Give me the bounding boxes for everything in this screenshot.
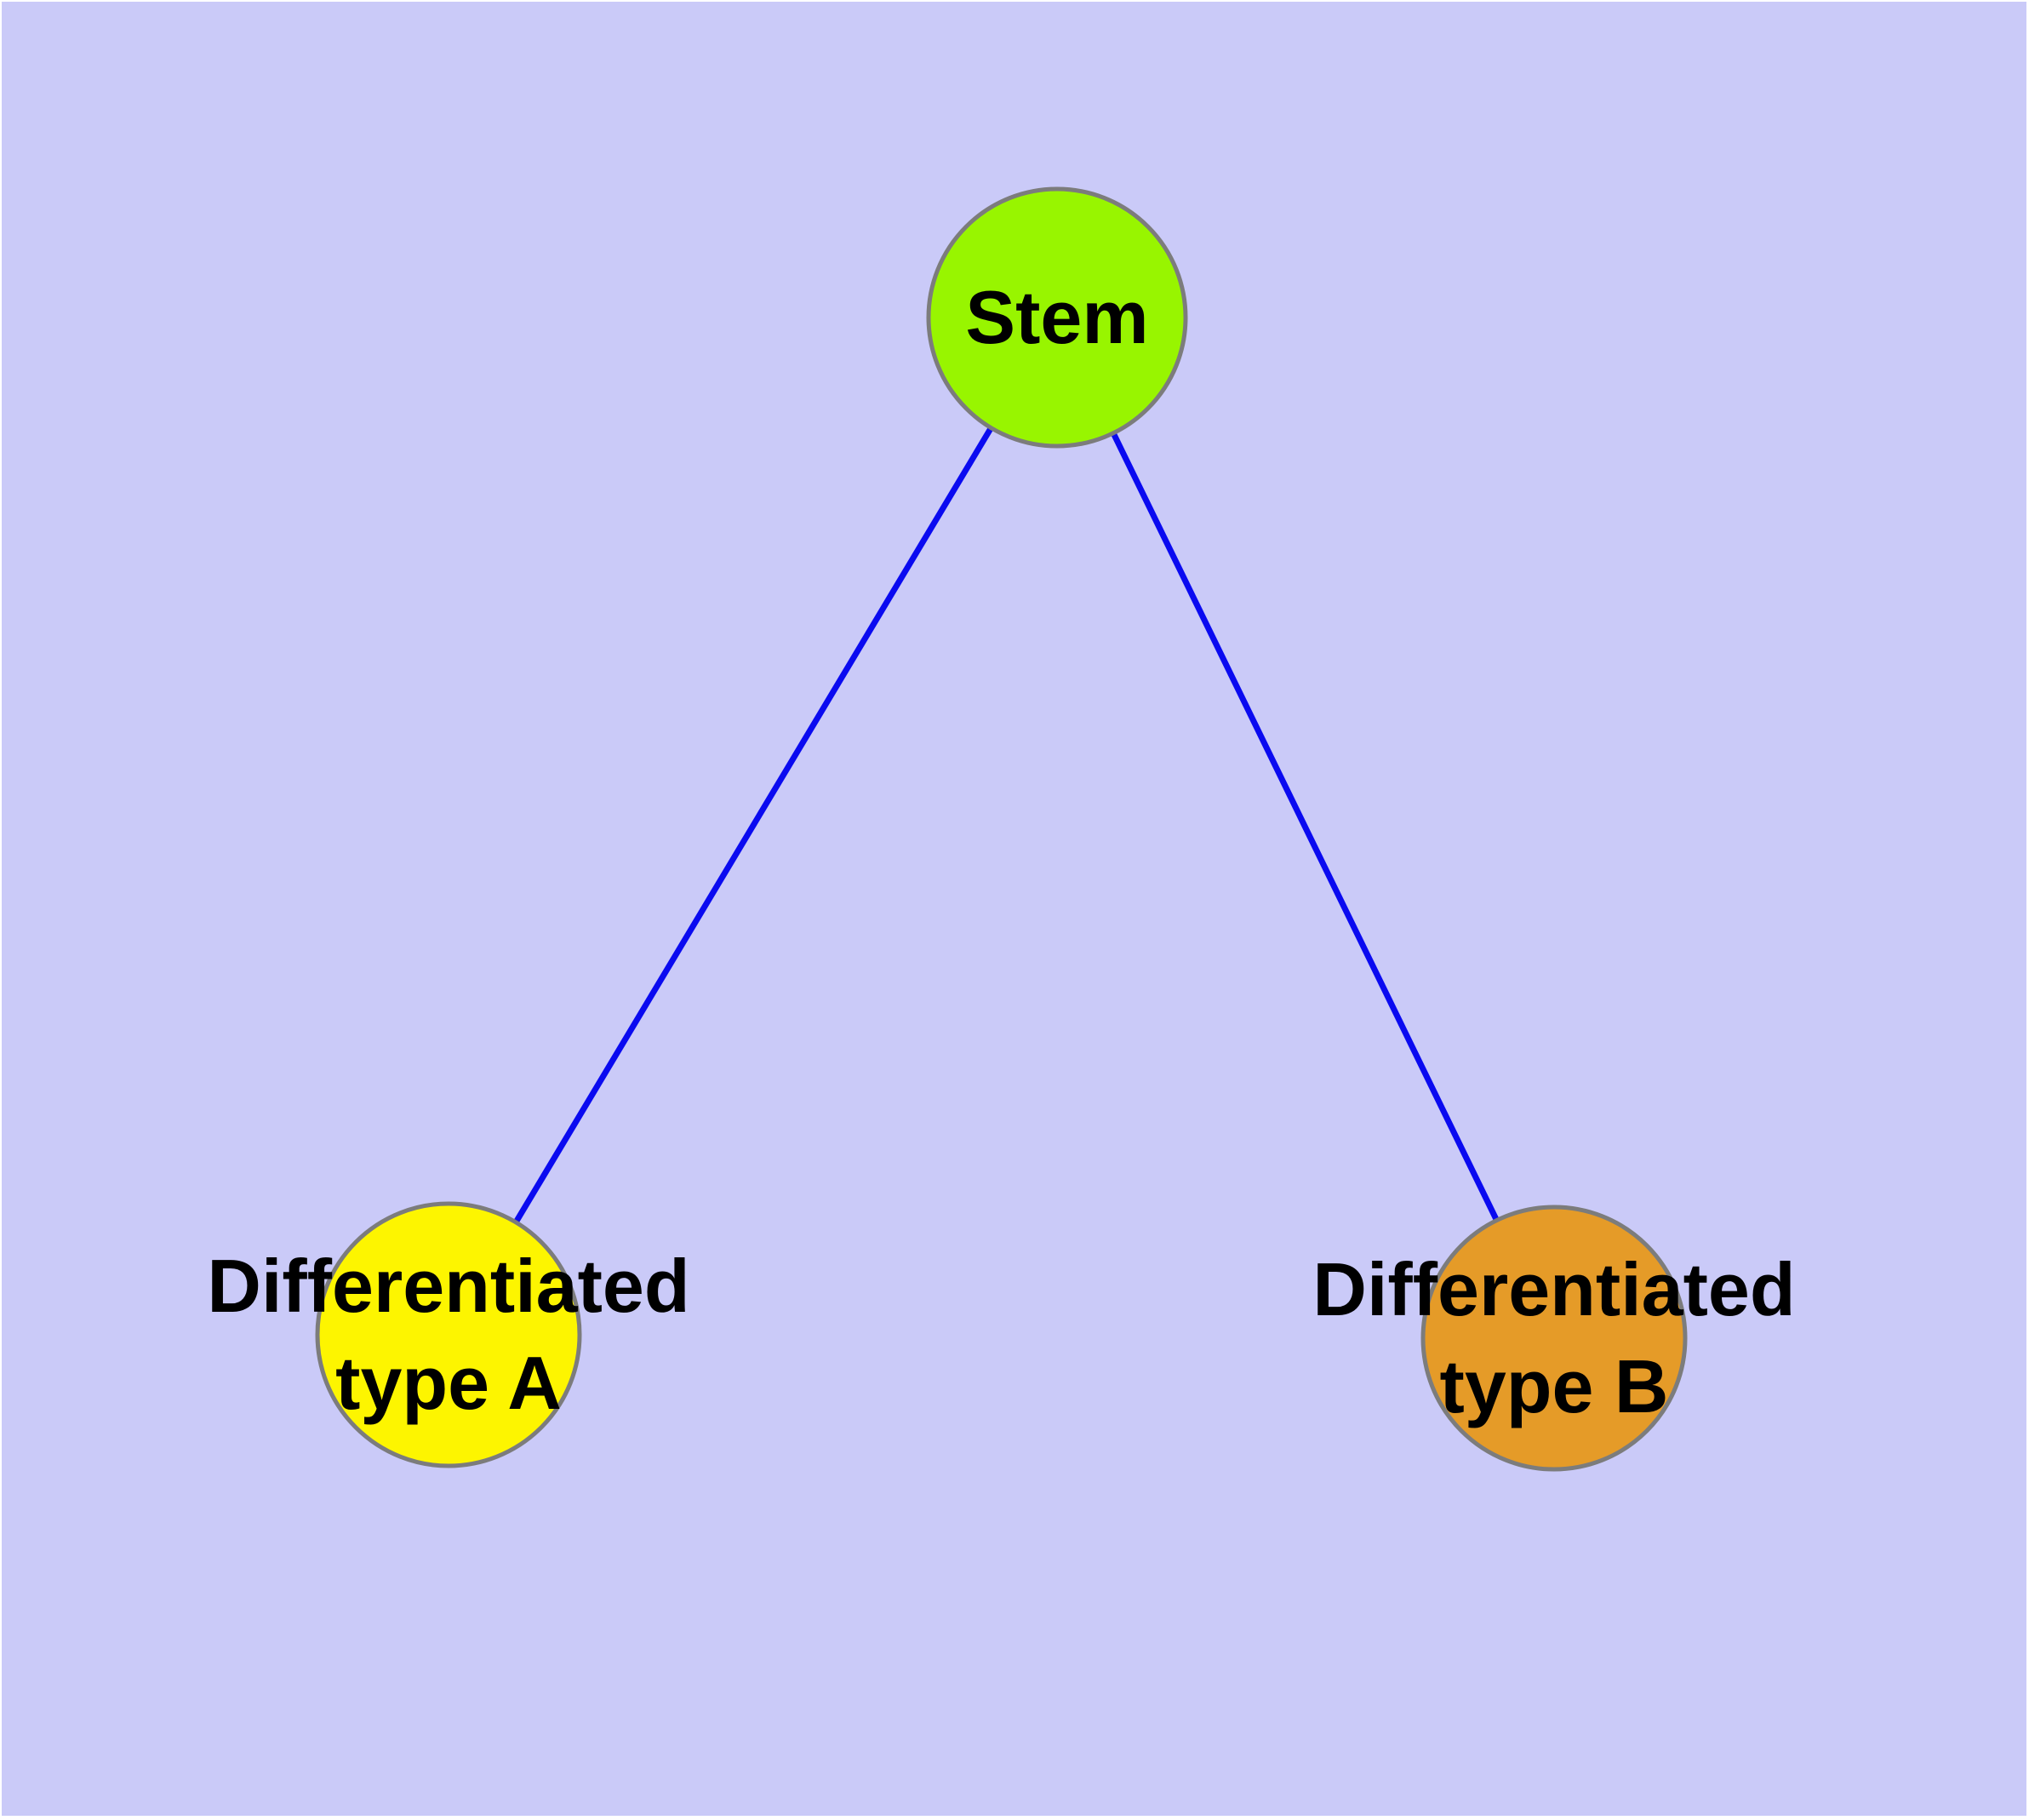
node-typeB-circle <box>1420 1205 1688 1472</box>
edge-stem-to-typeB <box>1054 316 1557 1340</box>
node-stem-circle <box>926 186 1188 449</box>
node-typeA-circle <box>315 1201 582 1468</box>
edge-stem-to-typeA <box>445 316 1060 1336</box>
